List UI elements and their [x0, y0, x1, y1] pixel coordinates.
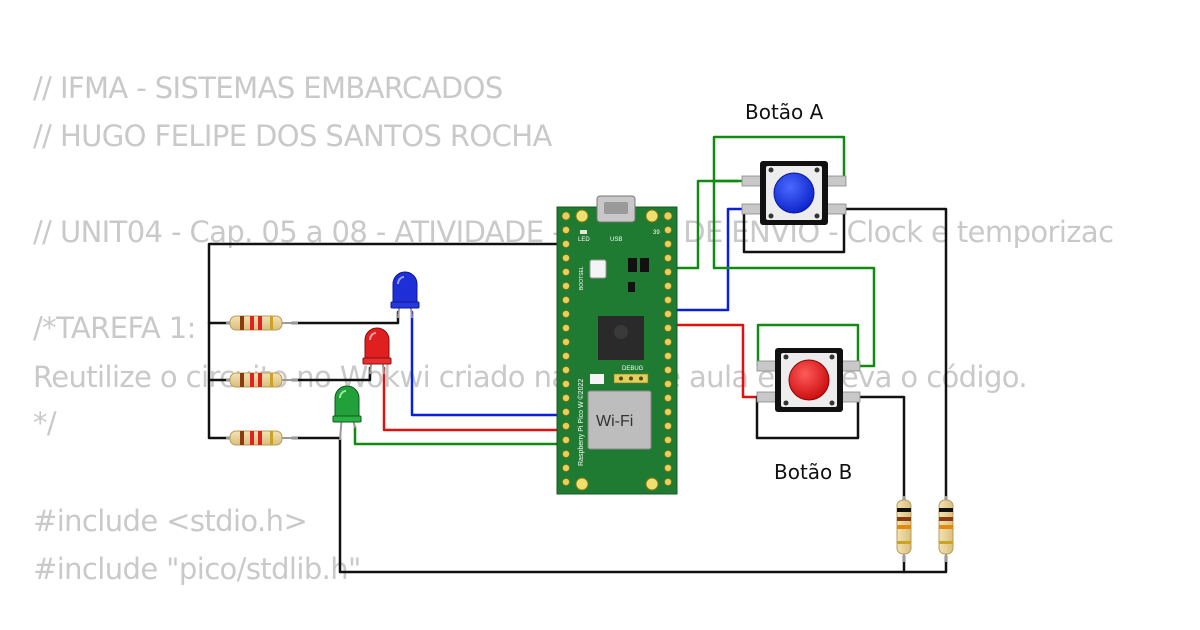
code-line-8: #include "pico/stdlib.h": [33, 552, 361, 586]
wifi-module: [587, 390, 652, 450]
wire-green-button-a-to-b[interactable]: [712, 179, 876, 368]
button-a-cap[interactable]: [773, 172, 815, 214]
code-line-6: */: [33, 406, 57, 440]
usb-label: USB: [610, 237, 622, 243]
button-a[interactable]: [741, 161, 847, 225]
wire-black-gnd-left[interactable]: [207, 242, 572, 440]
wire-black-led-red[interactable]: [290, 366, 372, 382]
resistor-1[interactable]: [226, 315, 298, 331]
left-pin-header: [561, 211, 571, 486]
mount-hole-tr: [645, 209, 659, 223]
onboard-led: [580, 230, 587, 234]
button-b[interactable]: [756, 348, 861, 412]
resistor-3[interactable]: [226, 430, 298, 446]
wire-green-led[interactable]: [353, 425, 570, 446]
code-line-7: #include <stdio.h>: [33, 504, 308, 538]
led-blue[interactable]: [390, 271, 420, 319]
wire-black-button-a-res[interactable]: [828, 207, 948, 502]
wifi-label: Wi-Fi: [596, 413, 633, 430]
wire-red-led[interactable]: [382, 366, 570, 432]
wire-black-led-blue[interactable]: [290, 310, 400, 325]
resistor-button-b[interactable]: [896, 496, 912, 562]
led-label: LED: [578, 237, 590, 243]
bootsel-button[interactable]: [589, 259, 607, 279]
button-b-cap[interactable]: [788, 359, 830, 401]
debug-label: DEBUG: [622, 366, 644, 372]
mount-hole-tl: [575, 209, 589, 223]
code-line-4: /*TAREFA 1:: [33, 311, 196, 345]
wire-black-led-green[interactable]: [290, 436, 948, 574]
button-a-label: Botão A: [745, 100, 824, 124]
board-name: Raspberry Pi Pico W ©2022: [577, 379, 585, 466]
pin-number-label: 39: [653, 230, 660, 236]
resistor-2[interactable]: [226, 372, 298, 388]
resistor-button-a[interactable]: [938, 496, 954, 562]
mount-hole-br: [645, 477, 659, 491]
button-b-label: Botão B: [774, 460, 852, 484]
wire-blue-led[interactable]: [410, 310, 570, 417]
led-green[interactable]: [332, 385, 362, 441]
code-line-1: // IFMA - SISTEMAS EMBARCADOS: [33, 71, 503, 105]
bootsel-label: BOOTSEL: [579, 266, 585, 290]
pico-w-board[interactable]: LED USB 39 BOOTSEL DEBUG Wi-Fi Raspberry…: [556, 195, 678, 495]
wire-black-button-b-res[interactable]: [842, 395, 906, 502]
led-red[interactable]: [362, 327, 392, 375]
mount-hole-bl: [575, 477, 589, 491]
right-pin-header: [663, 211, 673, 486]
code-line-2: // HUGO FELIPE DOS SANTOS ROCHA: [33, 119, 552, 153]
